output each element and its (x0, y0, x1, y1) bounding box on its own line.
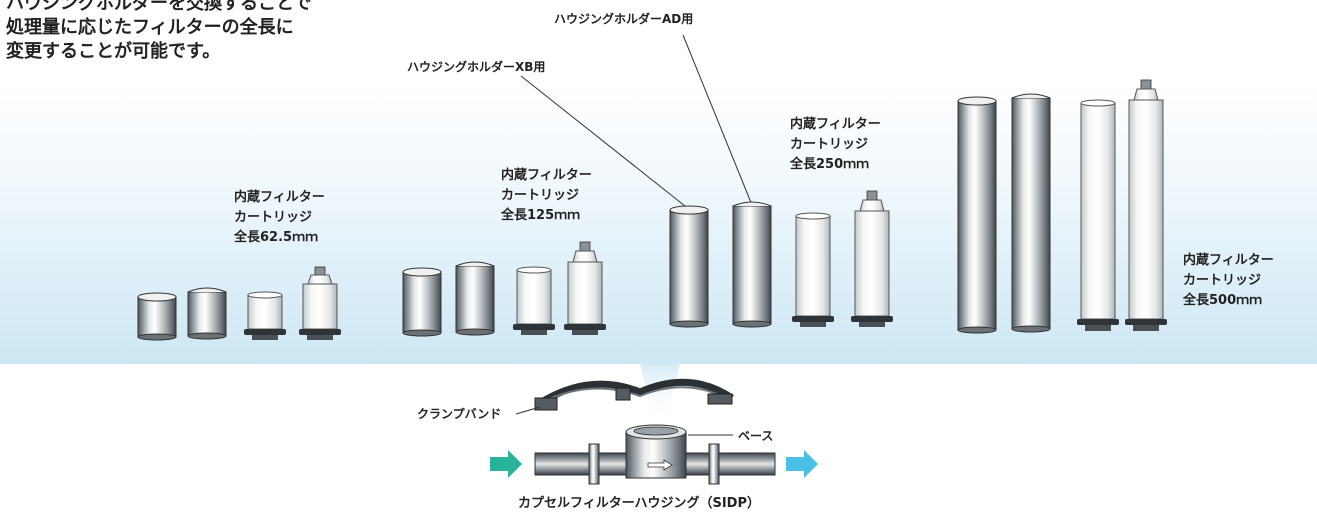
group-62-5mm (137, 266, 341, 341)
flow-out-arrow (786, 450, 818, 478)
intro-line: ハウジングホルダーを交換することで (6, 0, 312, 14)
housing-holder-xb-500 (957, 96, 997, 334)
flow-in-arrow (490, 450, 522, 478)
clamp-band (534, 378, 734, 411)
intro-text: ハウジングホルダーを交換することで 処理量に応じたフィルターの全長に 変更するこ… (6, 0, 311, 64)
group-125mm (402, 241, 606, 337)
clamp-band-label: クランプバンド (417, 407, 502, 421)
filter-cartridge-500 (1077, 99, 1119, 331)
pipe-flange-left (588, 443, 600, 485)
housing-holder-ad-250 (732, 201, 772, 328)
group-label-line1: 内蔵フィルター (1183, 253, 1274, 268)
group-label-length: 全長500ｍｍ (1183, 293, 1263, 308)
group-label-125mm: 内蔵フィルター カートリッジ 全長125ｍｍ (501, 166, 592, 226)
filter-cartridge-nozzle-62-5 (299, 266, 341, 340)
housing-caption: カプセルフィルターハウジング（SIDP） (518, 496, 760, 511)
group-label-line1: 内蔵フィルター (234, 190, 325, 205)
group-label-line1: 内蔵フィルター (790, 117, 881, 132)
housing-holder-ad-125 (455, 261, 495, 336)
clamp-leader-line (515, 406, 541, 415)
filter-cartridge-nozzle-250 (851, 190, 893, 327)
group-label-250mm: 内蔵フィルター カートリッジ 全長250ｍｍ (790, 115, 881, 175)
housing-projection-cone (640, 364, 680, 420)
capsule-filter-housing (490, 378, 818, 485)
housing-holder-ad-62-5 (187, 287, 227, 340)
group-500mm (957, 79, 1167, 334)
filter-cartridge-nozzle-125 (564, 241, 606, 335)
intro-line: 変更することが可能です。 (6, 41, 221, 62)
housing-holder-xb-125 (402, 267, 442, 337)
group-label-62-5mm: 内蔵フィルター カートリッジ 全長62.5ｍｍ (234, 188, 325, 248)
group-label-500mm: 内蔵フィルター カートリッジ 全長500ｍｍ (1183, 251, 1274, 311)
filter-cartridge-nozzle-500 (1125, 79, 1167, 331)
group-label-line2: カートリッジ (790, 137, 869, 152)
filter-cartridge-125 (513, 266, 555, 335)
group-label-line2: カートリッジ (234, 210, 313, 225)
group-label-length: 全長125ｍｍ (501, 208, 581, 223)
housing-base (625, 424, 687, 479)
group-label-line1: 内蔵フィルター (501, 168, 592, 183)
holder-xb-leader-line (520, 75, 691, 211)
group-label-length: 全長250ｍｍ (790, 157, 870, 172)
filter-cartridge-62-5 (244, 291, 286, 340)
group-label-line2: カートリッジ (501, 188, 580, 203)
pipe-flange-right (708, 443, 720, 485)
housing-holder-xb-250 (669, 205, 709, 328)
intro-line: 処理量に応じたフィルターの全長に (6, 17, 294, 38)
group-label-length: 全長62.5ｍｍ (234, 230, 319, 245)
filter-cartridge-250 (792, 212, 834, 327)
holder-xb-label: ハウジングホルダーXB用 (407, 60, 546, 74)
group-250mm (669, 190, 893, 328)
base-label: ベース (738, 429, 774, 443)
holder-ad-leader-line (682, 34, 753, 206)
holder-ad-label: ハウジングホルダーAD用 (554, 12, 694, 26)
group-label-line2: カートリッジ (1183, 273, 1262, 288)
housing-holder-xb-62-5 (137, 292, 177, 341)
housing-holder-ad-500 (1011, 93, 1051, 333)
